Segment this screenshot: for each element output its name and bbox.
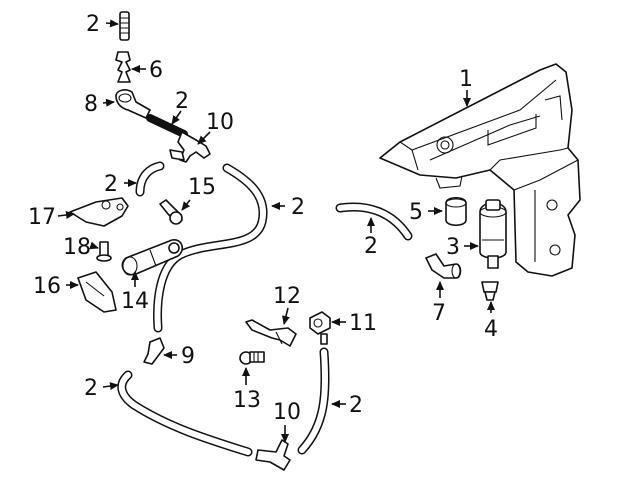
connector-11 bbox=[309, 311, 331, 345]
callout-7: 7 bbox=[432, 301, 446, 326]
callout-18: 18 bbox=[63, 235, 91, 260]
callout-12: 12 bbox=[273, 284, 301, 309]
callout-9: 9 bbox=[181, 344, 195, 369]
hose-bottom-left bbox=[117, 370, 253, 457]
callout-8: 8 bbox=[84, 92, 98, 117]
callout-2: 2 bbox=[84, 376, 98, 401]
callout-2: 2 bbox=[104, 172, 118, 197]
callout-11: 11 bbox=[349, 311, 377, 336]
hose-bottom-right bbox=[297, 347, 330, 455]
grommet-4 bbox=[481, 281, 499, 301]
elbow-8 bbox=[115, 89, 151, 119]
t-connector-bottom bbox=[255, 439, 291, 471]
bolt-top bbox=[119, 11, 130, 41]
t-connector-top bbox=[169, 131, 211, 163]
washer-reservoir bbox=[379, 63, 581, 277]
hose-small-left bbox=[135, 161, 165, 197]
callout-16: 16 bbox=[33, 274, 61, 299]
grommet-5 bbox=[445, 196, 467, 227]
callout-2: 2 bbox=[86, 12, 100, 37]
callout-2: 2 bbox=[175, 89, 189, 114]
callout-17: 17 bbox=[28, 205, 56, 230]
connector-6 bbox=[115, 51, 131, 83]
hose-group bbox=[117, 114, 413, 457]
cover-16 bbox=[77, 271, 117, 313]
callout-10: 10 bbox=[206, 110, 234, 135]
callout-13: 13 bbox=[233, 388, 261, 413]
callout-5: 5 bbox=[409, 200, 423, 225]
callout-2: 2 bbox=[291, 195, 305, 220]
filler-7 bbox=[425, 253, 462, 279]
hose-corrugated bbox=[146, 114, 188, 138]
callout-4: 4 bbox=[484, 317, 498, 342]
callout-6: 6 bbox=[149, 58, 163, 83]
screw-18 bbox=[96, 241, 112, 262]
hose-mid bbox=[335, 202, 413, 241]
callout-3: 3 bbox=[446, 235, 460, 260]
callout-2: 2 bbox=[364, 234, 378, 259]
callout-10: 10 bbox=[273, 400, 301, 425]
bolt-13 bbox=[239, 351, 265, 365]
bracket-17 bbox=[69, 197, 129, 227]
fitting-9 bbox=[143, 337, 165, 365]
washer-jet-14 bbox=[121, 239, 184, 276]
clip-15 bbox=[159, 199, 183, 225]
callout-15: 15 bbox=[188, 175, 216, 200]
callout-14: 14 bbox=[121, 289, 149, 314]
callout-2: 2 bbox=[349, 393, 363, 418]
leader-lines bbox=[57, 19, 495, 443]
sensor-12 bbox=[245, 319, 297, 347]
callout-1: 1 bbox=[459, 67, 473, 92]
pump-motor bbox=[479, 199, 507, 269]
callouts: 2 6 8 2 10 1 2 15 2 17 5 2 3 18 16 14 7 … bbox=[28, 12, 498, 425]
hose-top-right bbox=[153, 163, 268, 333]
